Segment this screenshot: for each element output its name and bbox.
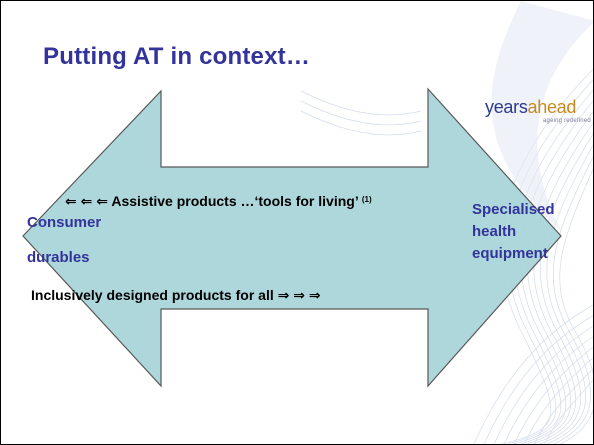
durables-label: durables bbox=[27, 249, 90, 266]
footnote-marker: (1) bbox=[361, 195, 372, 204]
logo-word-years: years bbox=[485, 97, 528, 117]
equipment-label: equipment bbox=[472, 245, 548, 262]
specialised-health-equipment-label: Specialised health equipment bbox=[472, 199, 555, 265]
slide-title: Putting AT in context… bbox=[43, 43, 311, 70]
specialised-label: Specialised bbox=[472, 201, 555, 218]
double-arrow-polygon bbox=[22, 87, 562, 388]
logo-word-ahead: ahead bbox=[527, 97, 577, 117]
inclusive-design-statement: Inclusively designed products for all ⇒ … bbox=[31, 287, 321, 303]
consumer-label: Consumer bbox=[27, 214, 102, 231]
assistive-products-statement: ⇐ ⇐ ⇐ Assistive products …‘tools for liv… bbox=[65, 193, 372, 210]
assistive-products-text: ⇐ ⇐ ⇐ Assistive products …‘tools for liv… bbox=[65, 193, 358, 209]
logo-tagline: ageing redefined bbox=[543, 118, 591, 124]
yearsahead-logo: yearsahead ageing redefined bbox=[485, 97, 591, 124]
health-label: health bbox=[472, 223, 517, 240]
